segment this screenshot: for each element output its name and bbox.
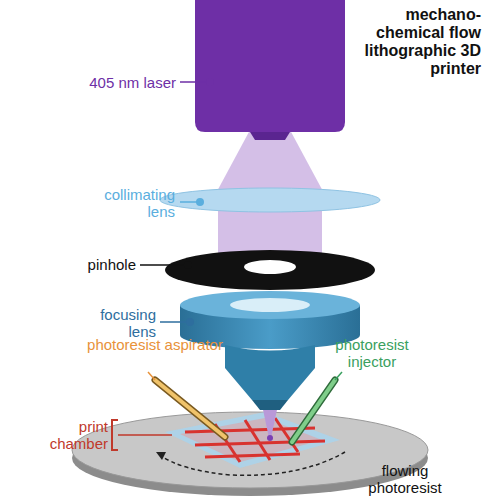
aspirator-tube (155, 380, 225, 437)
chamber-bracket (112, 420, 118, 450)
aspirator-label: photoresist aspirator (80, 336, 230, 353)
focal-spot (267, 435, 273, 441)
flow-arrowhead (156, 452, 166, 460)
pinhole-label: pinhole (60, 256, 136, 273)
diverging-beam (215, 130, 325, 195)
flow-label: flowing photoresist (355, 462, 455, 496)
laser-label: 405 nm laser (70, 74, 176, 91)
stage-top (72, 412, 428, 488)
figure-title: mechano-chemical flow lithographic 3D pr… (351, 6, 481, 78)
lens-label: collimating lens (85, 186, 175, 220)
pinhole-aperture (244, 260, 296, 274)
injector-tube (292, 380, 335, 442)
chamber (165, 412, 340, 468)
focusing-lens-top (180, 291, 360, 319)
pinhole-disc (165, 250, 375, 290)
laser-body (195, 0, 345, 132)
focusing-label: focusing lens (70, 306, 156, 340)
chamber-label: print chamber (40, 418, 108, 452)
objective-nose (225, 345, 315, 400)
flow-path (160, 452, 345, 475)
injector-label: photoresist injector (322, 336, 422, 370)
collimating-lens (160, 188, 380, 212)
